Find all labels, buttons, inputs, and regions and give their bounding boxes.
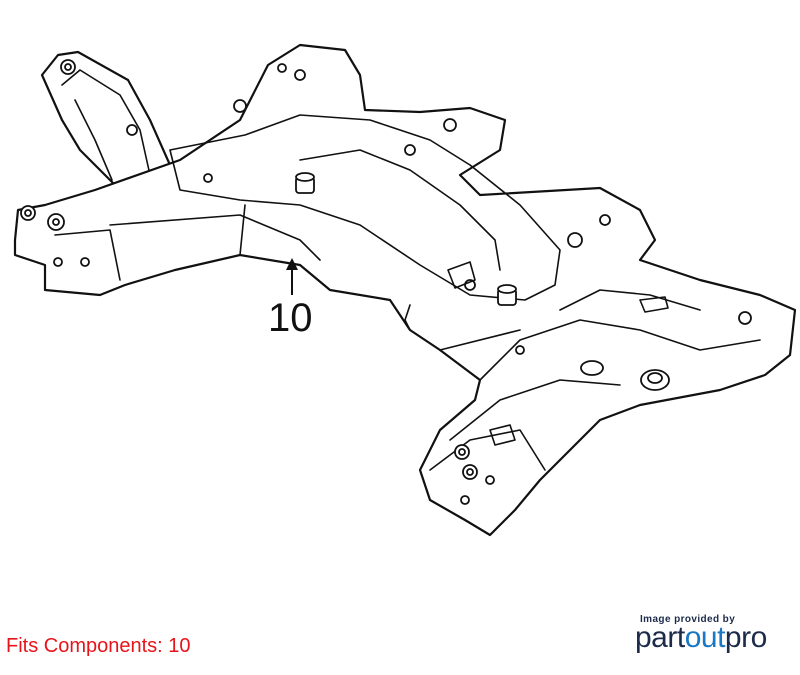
brand-part: part xyxy=(635,621,685,654)
fasteners xyxy=(20,63,752,505)
callout-arrow xyxy=(286,258,298,295)
callout-number: 10 xyxy=(268,296,313,340)
brand-pro: pro xyxy=(724,621,767,654)
main-frame xyxy=(13,43,797,537)
partoutpro-logo: partoutpro xyxy=(635,621,767,655)
left-tower xyxy=(40,50,177,202)
fits-components-label: Fits Components: 10 xyxy=(6,635,191,657)
image-credit-text: Image provided by xyxy=(640,614,736,625)
brand-out: out xyxy=(684,621,726,654)
